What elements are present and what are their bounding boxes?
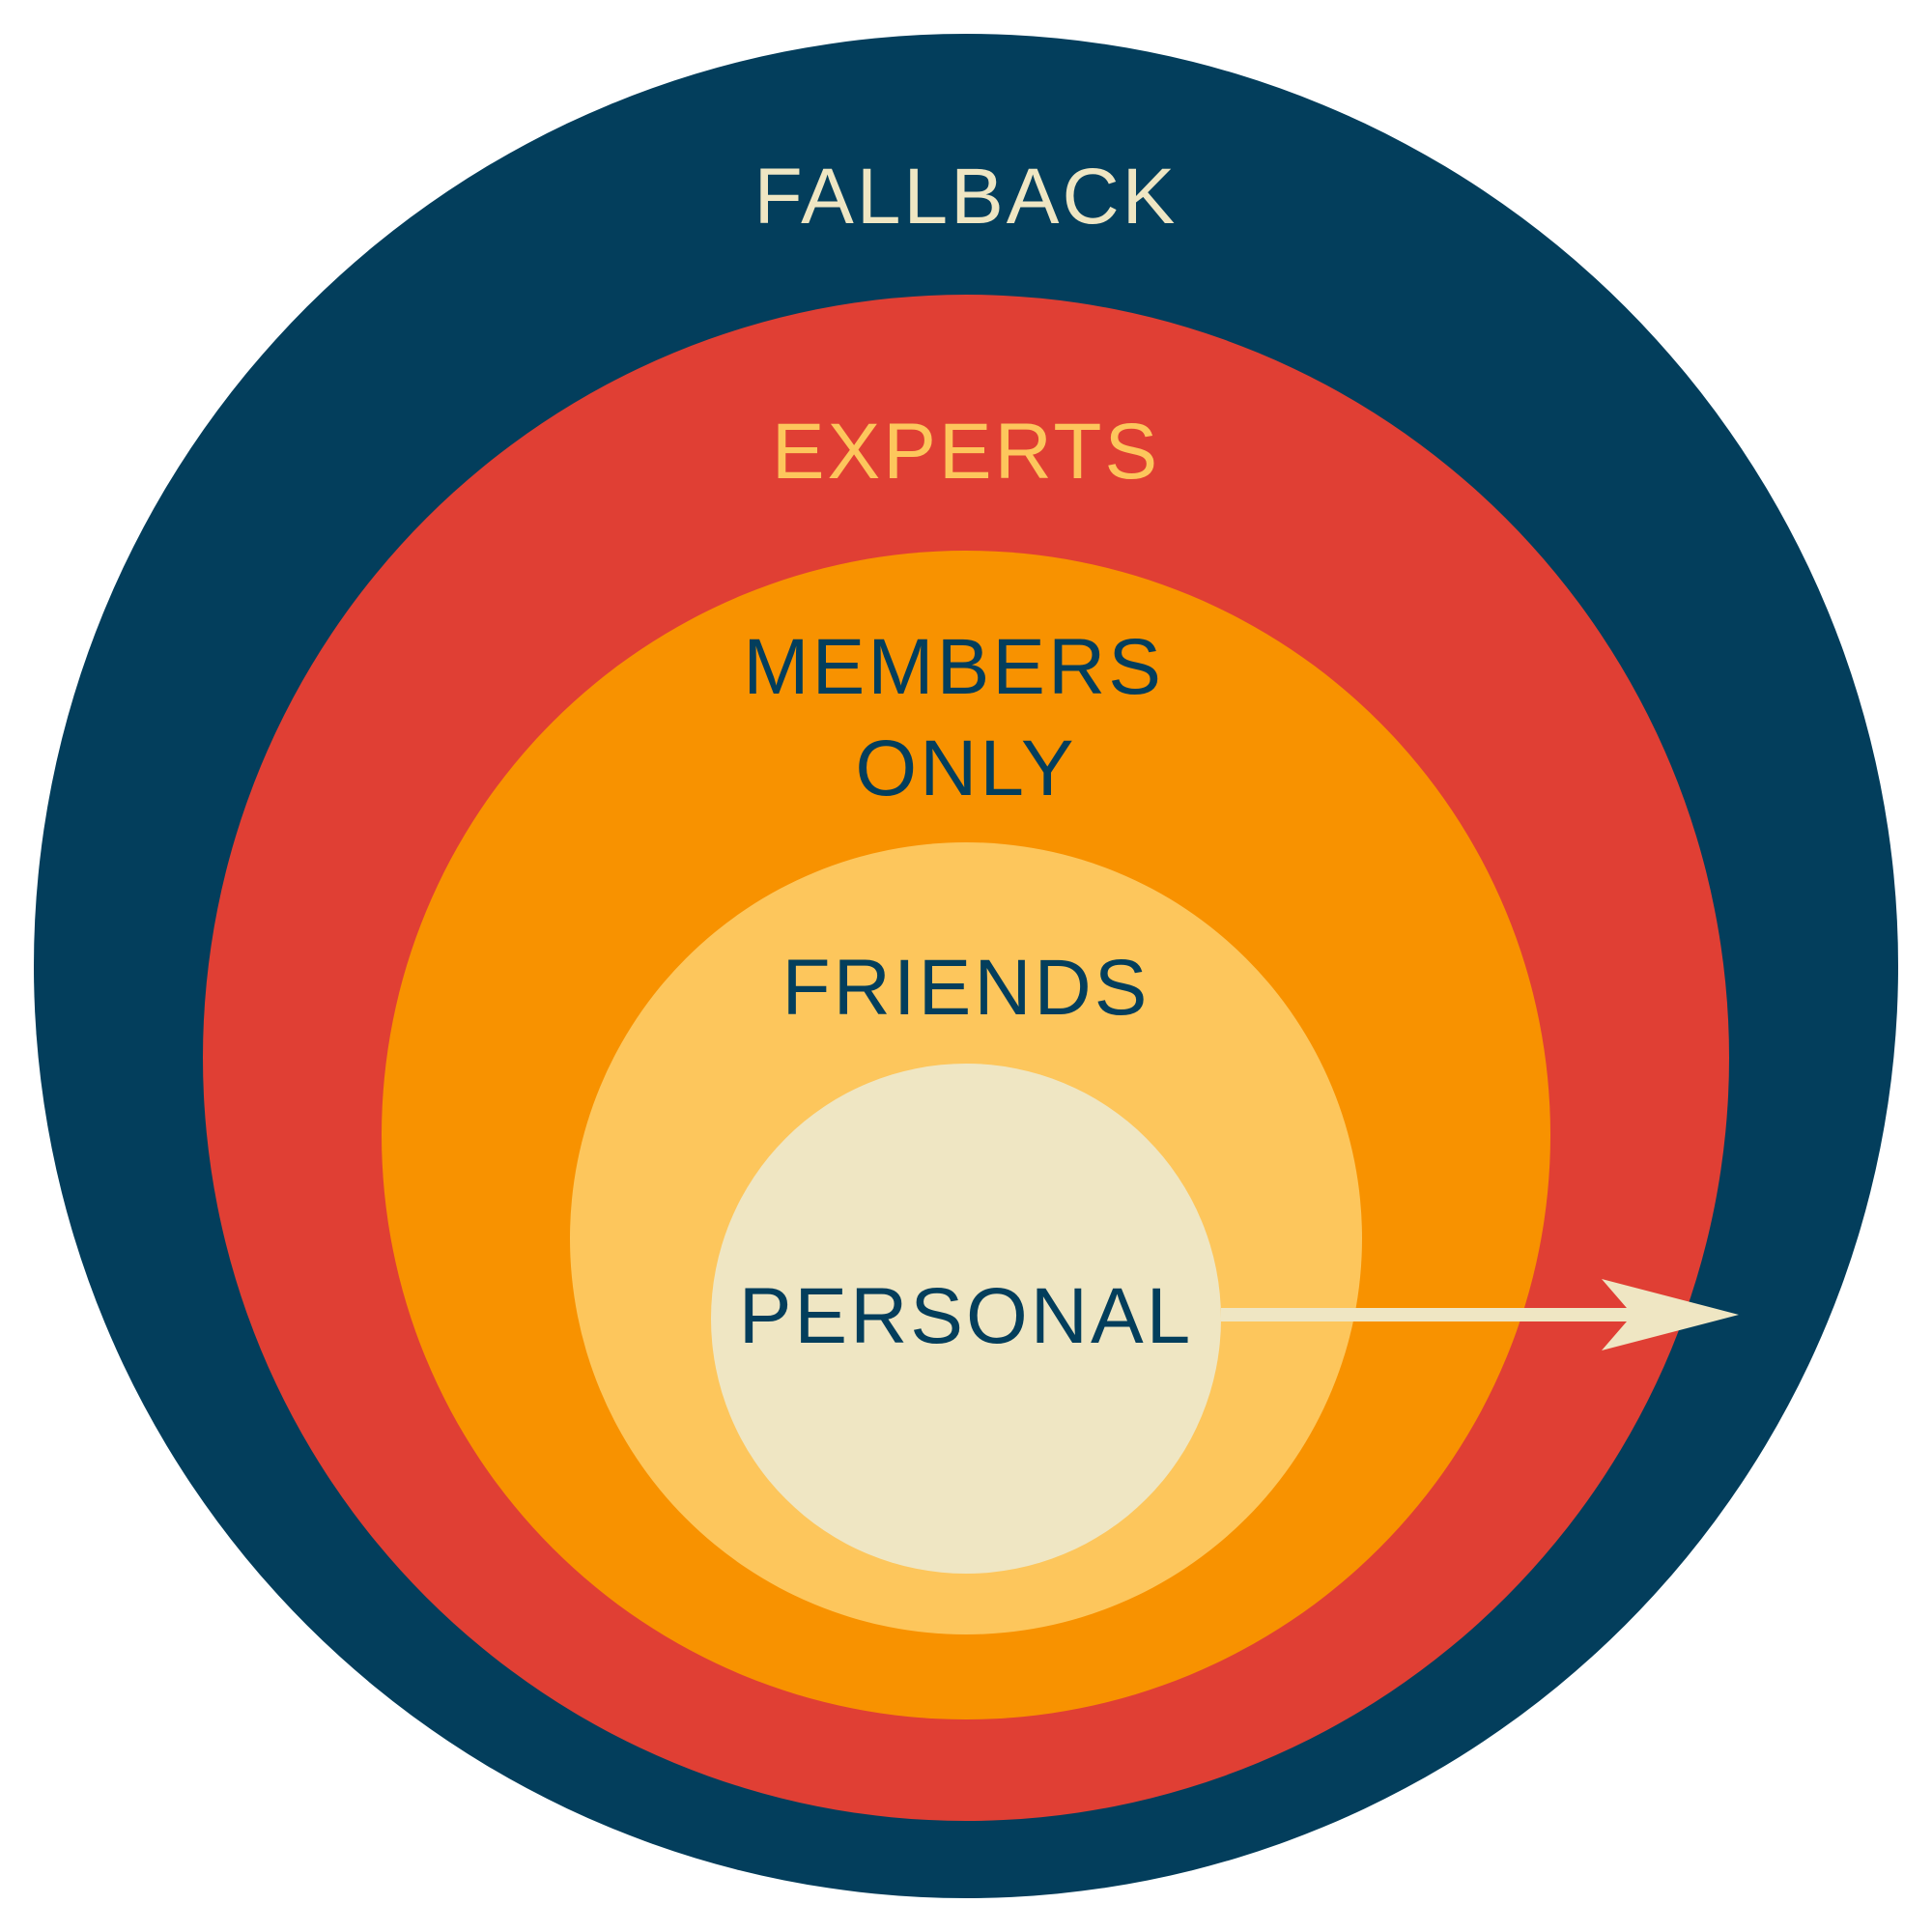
ring-personal [711,1064,1221,1574]
label-personal: PERSONAL [739,1272,1194,1360]
label-fallback: FALLBACK [754,153,1179,241]
outward-arrow [1221,1279,1739,1350]
label-friends: FRIENDS [782,944,1151,1032]
arrow-head-icon [1602,1279,1739,1350]
label-members-line-1: MEMBERS [743,623,1164,711]
label-members-only: MEMBERS ONLY [743,623,1188,812]
label-experts: EXPERTS [772,408,1160,496]
label-members-line-2: ONLY [855,724,1076,812]
